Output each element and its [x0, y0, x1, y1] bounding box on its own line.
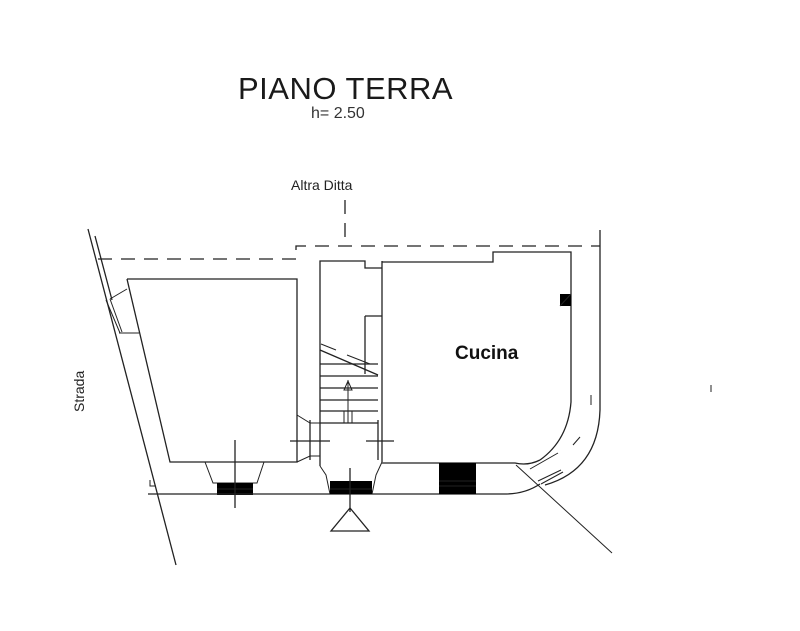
outer-bottom-curve	[504, 483, 541, 495]
stair-corridor	[290, 260, 394, 512]
right-boundary-curve	[544, 409, 601, 486]
street-label: Strada	[71, 370, 87, 412]
kitchen-room	[382, 251, 613, 554]
left-room	[105, 278, 298, 508]
property-boundary-dashed	[98, 200, 600, 260]
street-boundary	[87, 228, 177, 566]
entrance-marker-icon	[329, 506, 371, 532]
plan-title: PIANO TERRA	[238, 71, 454, 106]
neighbor-label: Altra Ditta	[291, 177, 353, 193]
kitchen-label: Cucina	[455, 343, 519, 364]
ceiling-height-label: h= 2.50	[311, 105, 365, 122]
